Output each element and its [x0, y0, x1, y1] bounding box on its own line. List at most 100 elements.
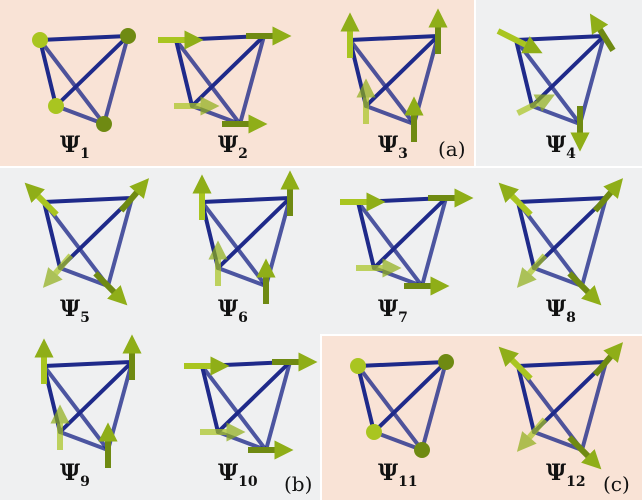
tetrahedron-edge: [42, 200, 62, 270]
panel-tag-a: (a): [438, 137, 466, 161]
state-label: Ψ7: [378, 296, 408, 326]
spin-sphere: [350, 358, 366, 374]
tetrahedron-edge: [190, 34, 266, 108]
spin-arrow: [496, 28, 543, 54]
tetrahedron-edge: [532, 430, 584, 452]
spin-sphere: [96, 116, 112, 132]
tetrahedron-edge: [532, 196, 608, 270]
state-symbol: Ψ: [378, 296, 398, 322]
spin-arrow: [42, 253, 74, 288]
state-label: Ψ10: [218, 460, 258, 490]
state-label: Ψ1: [60, 132, 90, 162]
state-symbol: Ψ: [218, 460, 238, 486]
state-label: Ψ6: [218, 296, 248, 326]
spin-arrow: [567, 271, 602, 306]
spin-sphere: [366, 424, 382, 440]
tetrahedron-edge: [372, 196, 448, 270]
tetrahedron-edge: [516, 364, 536, 434]
tetrahedron-edge: [54, 34, 130, 108]
state-label: Ψ8: [546, 296, 576, 326]
tetrahedron-edge: [420, 196, 448, 288]
tetrahedron-edge: [200, 364, 268, 452]
state-subscript: 8: [566, 310, 576, 326]
tetrahedron-edge: [580, 196, 608, 288]
tetrahedron-edge: [348, 34, 440, 42]
tetrahedron-edge: [356, 360, 448, 368]
state-label: Ψ11: [378, 460, 418, 490]
state-label: Ψ2: [218, 132, 248, 162]
state-symbol: Ψ: [546, 132, 566, 158]
state-subscript: 6: [238, 310, 248, 326]
spin-config-11: Ψ11: [350, 354, 454, 490]
spin-arrow: [24, 182, 59, 217]
state-subscript: 9: [80, 474, 90, 490]
spin-arrow: [516, 253, 548, 288]
spin-sphere: [32, 32, 48, 48]
state-symbol: Ψ: [60, 132, 80, 158]
tetrahedron-edge: [364, 104, 416, 126]
tetrahedron-edge: [174, 38, 242, 126]
tetrahedron-edge: [356, 364, 376, 434]
tetrahedron-edge: [58, 430, 110, 452]
state-label: Ψ9: [60, 460, 90, 490]
state-subscript: 7: [398, 310, 408, 326]
state-label: Ψ4: [546, 132, 576, 162]
tetrahedron-edge: [38, 38, 58, 108]
tetrahedron-edge: [264, 360, 292, 452]
tetrahedron-edge: [216, 360, 292, 434]
state-symbol: Ψ: [546, 296, 566, 322]
state-symbol: Ψ: [60, 296, 80, 322]
state-subscript: 3: [398, 146, 408, 162]
tetrahedron-edge: [348, 38, 416, 126]
spin-config-12: Ψ12: [498, 342, 624, 490]
spin-config-7: Ψ7: [340, 188, 474, 326]
state-subscript: 1: [80, 146, 90, 162]
spin-config-5: Ψ5: [24, 178, 150, 326]
tetrahedron-edge: [514, 34, 606, 42]
spin-arrow: [93, 271, 128, 306]
state-symbol: Ψ: [378, 132, 398, 158]
spin-config-10: Ψ10: [184, 352, 318, 490]
spin-sphere: [120, 28, 136, 44]
tetrahedron-edge: [58, 360, 134, 434]
spin-arrow: [592, 178, 624, 213]
tetrahedron-edge: [38, 38, 106, 126]
tetrahedron-edge: [42, 196, 134, 204]
state-symbol: Ψ: [218, 132, 238, 158]
tetrahedron-edge: [372, 360, 448, 434]
tetrahedron-edge: [38, 34, 130, 42]
tetrahedron-edge: [514, 38, 534, 108]
tetrahedron-edge: [54, 104, 106, 126]
tetrahedron-edge: [372, 430, 424, 452]
spin-arrow: [118, 178, 150, 213]
tetrahedron-edge: [514, 38, 582, 126]
tetrahedron-edge: [356, 200, 376, 270]
tetrahedron-edge: [216, 266, 268, 288]
tetrahedron-edge: [516, 196, 608, 204]
state-subscript: 2: [238, 146, 248, 162]
tetrahedron-edge: [106, 196, 134, 288]
tetrahedron-edge: [580, 360, 608, 452]
state-subscript: 11: [398, 474, 417, 490]
tetrahedron-edge: [516, 360, 608, 368]
spin-sphere: [414, 442, 430, 458]
state-subscript: 12: [566, 474, 585, 490]
spin-arrow: [516, 417, 548, 452]
state-symbol: Ψ: [378, 460, 398, 486]
spin-config-1: Ψ1: [32, 28, 136, 162]
tetrahedron-edge: [58, 196, 134, 270]
tetrahedron-edge: [420, 360, 448, 452]
tetrahedron-edge: [216, 196, 292, 270]
state-symbol: Ψ: [60, 460, 80, 486]
state-label: Ψ3: [378, 132, 408, 162]
spin-arrow: [567, 435, 602, 470]
tetrahedron-edge: [58, 266, 110, 288]
tetrahedron-edge: [102, 34, 130, 126]
state-subscript: 10: [238, 474, 258, 490]
spin-config-8: Ψ8: [498, 178, 624, 326]
state-subscript: 4: [566, 146, 576, 162]
tetrahedron-edge: [532, 266, 584, 288]
tetrahedron-edge: [578, 34, 606, 126]
state-subscript: 5: [80, 310, 90, 326]
